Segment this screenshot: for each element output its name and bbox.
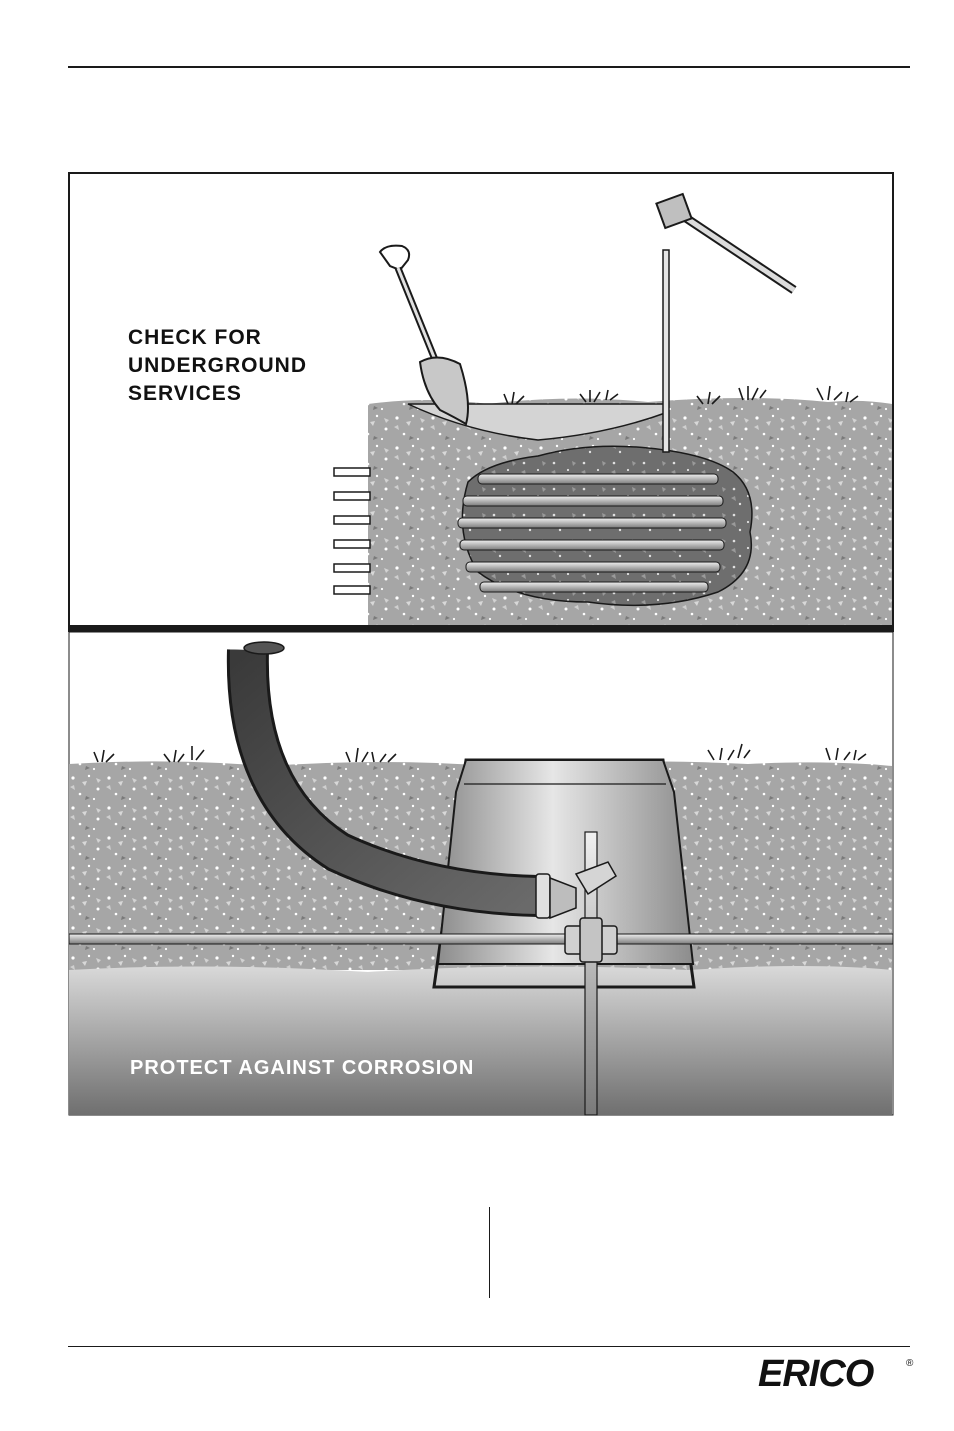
stake-icon <box>663 250 669 452</box>
svg-text:CHECK FOR: CHECK FOR <box>128 326 262 349</box>
svg-text:ERICO: ERICO <box>758 1353 874 1392</box>
safety-illustration: CHECK FOR UNDERGROUND SERVICES <box>68 172 894 1116</box>
top-panel: CHECK FOR UNDERGROUND SERVICES <box>69 173 893 626</box>
bottom-caption: PROTECT AGAINST CORROSION <box>130 1057 474 1079</box>
svg-text:®: ® <box>906 1358 914 1369</box>
column-divider <box>489 1207 490 1298</box>
bottom-panel: PROTECT AGAINST CORROSION <box>69 632 893 1115</box>
svg-text:SERVICES: SERVICES <box>128 382 242 405</box>
svg-text:UNDERGROUND: UNDERGROUND <box>128 354 307 377</box>
erico-logo: ERICO ® <box>756 1352 916 1392</box>
panel-divider <box>68 626 894 632</box>
header-rule <box>68 66 910 68</box>
footer-rule <box>68 1346 910 1347</box>
